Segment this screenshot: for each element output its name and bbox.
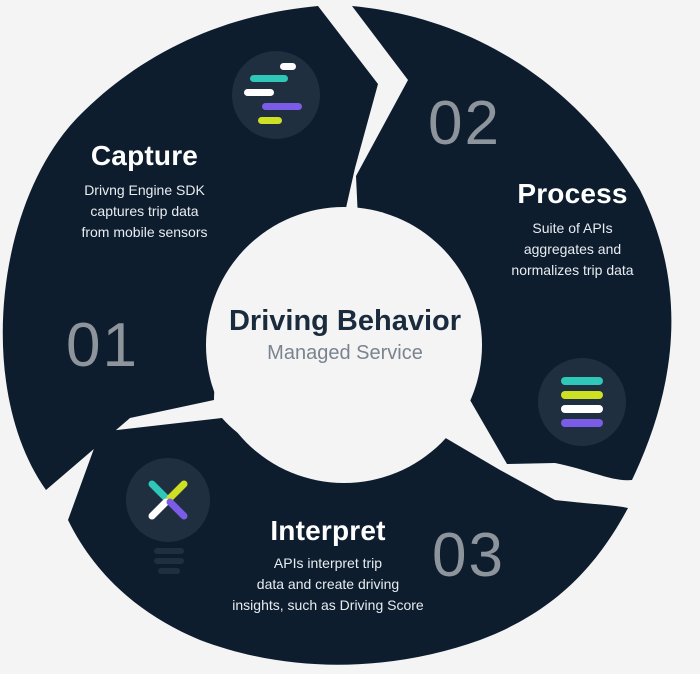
step-description: APIs interpret trip data and create driv…	[228, 553, 428, 616]
stacked-layers-icon	[538, 358, 626, 446]
step-process: Process Suite of APIs aggregates and nor…	[490, 178, 655, 281]
center-subtitle: Managed Service	[267, 342, 423, 364]
step-interpret: Interpret APIs interpret trip data and c…	[228, 515, 428, 616]
segment-interpret	[68, 418, 628, 665]
step-description: Suite of APIs aggregates and normalizes …	[490, 218, 655, 281]
step-description-line: normalizes trip data	[511, 262, 634, 278]
step-description-line: aggregates and	[523, 241, 622, 257]
lightbulb-icon	[126, 458, 210, 574]
step-title: Process	[517, 178, 628, 209]
step-capture: Capture Drivng Engine SDK captures trip …	[62, 140, 227, 243]
step-description-line: data and create driving	[256, 576, 400, 592]
step-description-line: insights, such as Driving Score	[232, 597, 424, 613]
step-title: Capture	[90, 140, 199, 171]
step-description-line: Suite of APIs	[532, 220, 613, 236]
step-number-01: 01	[66, 311, 139, 380]
step-description-line: captures trip data	[90, 203, 199, 219]
center-title: Driving Behavior	[228, 305, 462, 337]
step-number-02: 02	[428, 89, 501, 158]
step-description-line: from mobile sensors	[81, 224, 208, 240]
step-number-03: 03	[432, 521, 505, 590]
step-title: Interpret	[270, 515, 386, 546]
step-description-line: Drivng Engine SDK	[84, 182, 205, 198]
center-circle	[206, 207, 482, 483]
code-lines-icon	[232, 51, 320, 139]
step-description-line: APIs interpret trip	[273, 555, 383, 571]
step-description: Drivng Engine SDK captures trip data fro…	[62, 180, 227, 243]
